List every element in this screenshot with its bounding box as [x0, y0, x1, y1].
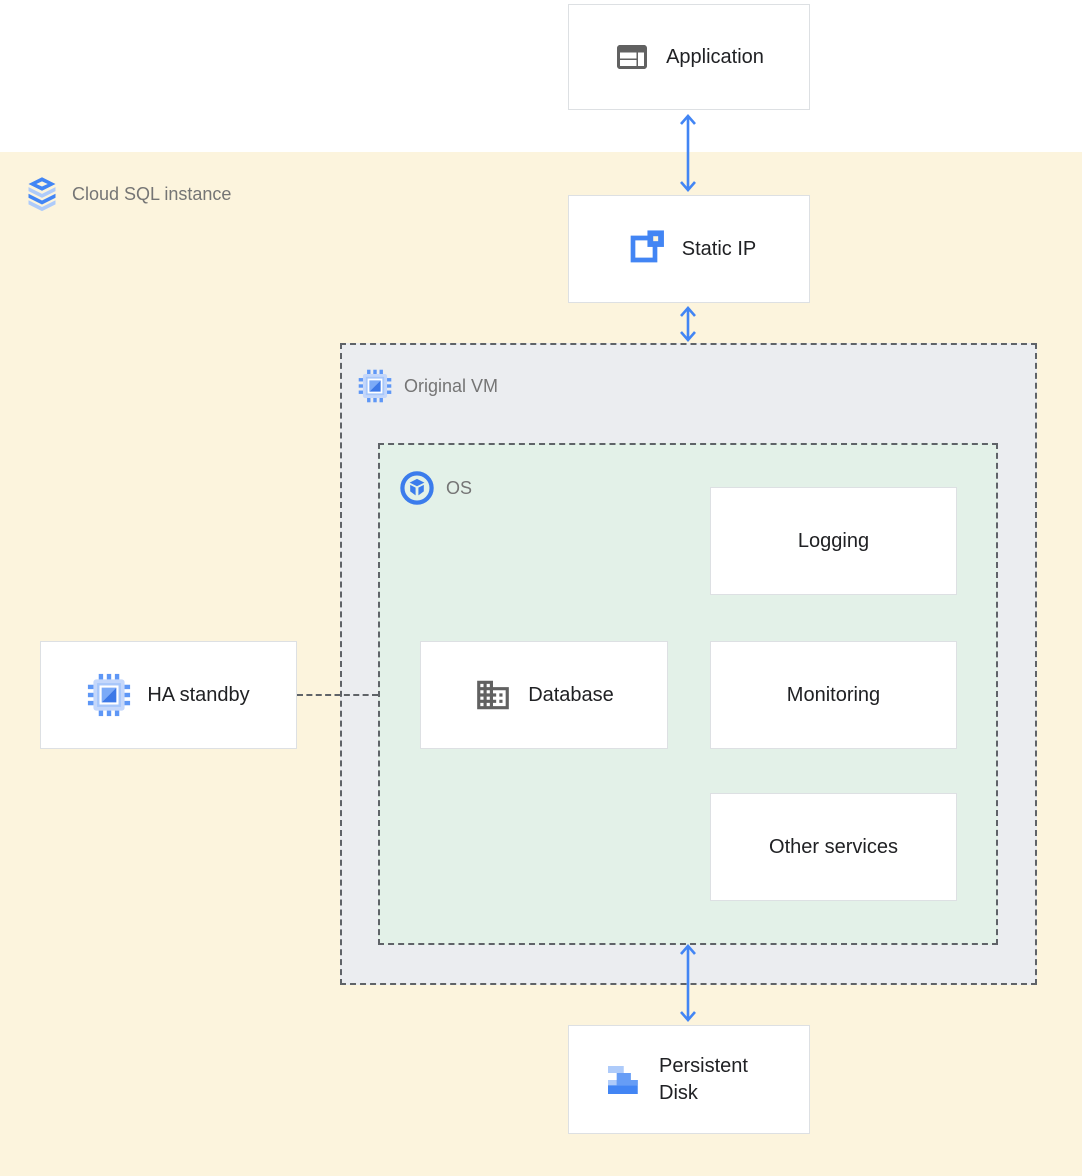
os-zone-label: OS [400, 471, 472, 505]
node-monitoring-label: Monitoring [786, 683, 881, 706]
node-monitoring: Monitoring [710, 641, 957, 749]
node-logging: Logging [710, 487, 957, 595]
node-static-ip: Static IP [568, 195, 810, 303]
external-ip-icon [622, 227, 666, 271]
node-other-services: Other services [710, 793, 957, 901]
original-vm-zone-label: Original VM [358, 369, 498, 403]
original-vm-zone-text: Original VM [404, 375, 499, 396]
node-persistent-disk: Persistent Disk [568, 1025, 810, 1134]
compute-chip-icon [358, 369, 392, 403]
cloud-sql-icon [24, 176, 60, 212]
compute-chip-icon [87, 673, 131, 717]
cloud-sql-zone-text: Cloud SQL instance [72, 183, 232, 204]
node-ha-standby-label: HA standby [147, 683, 250, 706]
os-zone-text: OS [446, 477, 473, 498]
link-ha-standby-vm [297, 694, 378, 696]
node-database-label: Database [528, 683, 614, 706]
node-application-label: Application [666, 45, 764, 68]
cloud-sql-zone-label: Cloud SQL instance [24, 176, 231, 212]
os-icon [400, 471, 434, 505]
node-database: Database [420, 641, 668, 749]
persistent-disk-icon [601, 1059, 643, 1101]
arrow-staticip-vm [680, 306, 696, 342]
arrow-os-persistentdisk [680, 944, 696, 1022]
node-logging-label: Logging [797, 529, 870, 552]
node-other-services-label: Other services [769, 835, 898, 858]
node-persistent-disk-label: Persistent Disk [659, 1054, 748, 1104]
node-static-ip-label: Static IP [681, 237, 757, 260]
web-app-icon [614, 39, 650, 75]
node-application: Application [568, 4, 810, 110]
arrow-application-staticip [680, 114, 696, 192]
node-ha-standby: HA standby [40, 641, 297, 749]
building-icon [474, 676, 512, 714]
